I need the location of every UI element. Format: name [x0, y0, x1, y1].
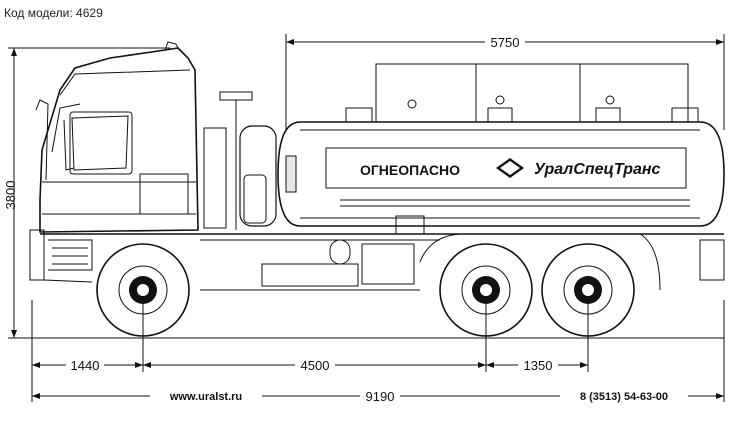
- axle-dimensions: 1440 4500 1350: [31, 300, 589, 373]
- warning-text: ОГНЕОПАСНО: [360, 162, 460, 178]
- rear-wheel-1: [439, 243, 533, 337]
- front-overhang-value: 1440: [71, 358, 100, 373]
- brand-logo: [496, 158, 524, 178]
- wheelbase-value: 4500: [301, 358, 330, 373]
- tool-box: [361, 243, 415, 285]
- valve-block: [395, 215, 425, 235]
- height-value: 3800: [3, 181, 18, 210]
- phone-text: 8 (3513) 54-63-00: [580, 391, 668, 403]
- model-code-label: Код модели: 4629: [4, 6, 103, 20]
- total-length-dimension: www.uralst.ru 9190 8 (3513) 54-63-00: [31, 300, 725, 404]
- brand-text: УралСпецТранс: [534, 161, 661, 178]
- total-length-value: 9190: [366, 389, 395, 404]
- website-text: www.uralst.ru: [169, 391, 242, 403]
- tank-length-value: 5750: [491, 35, 520, 50]
- bogie-spacing-value: 1350: [524, 358, 553, 373]
- tank-label-panel: [325, 147, 687, 189]
- tank-top-railing: [375, 63, 689, 123]
- chassis: [40, 233, 725, 291]
- rear-wheel-2: [541, 243, 635, 337]
- cab-rear-equipment: [203, 91, 277, 230]
- tank: ОГНЕОПАСНО УралСпецТранс: [277, 63, 725, 235]
- truck-cab: [29, 41, 199, 283]
- cab-window: [69, 111, 133, 175]
- front-wheel: [96, 243, 190, 337]
- tank-length-dimension: 5750: [285, 34, 725, 130]
